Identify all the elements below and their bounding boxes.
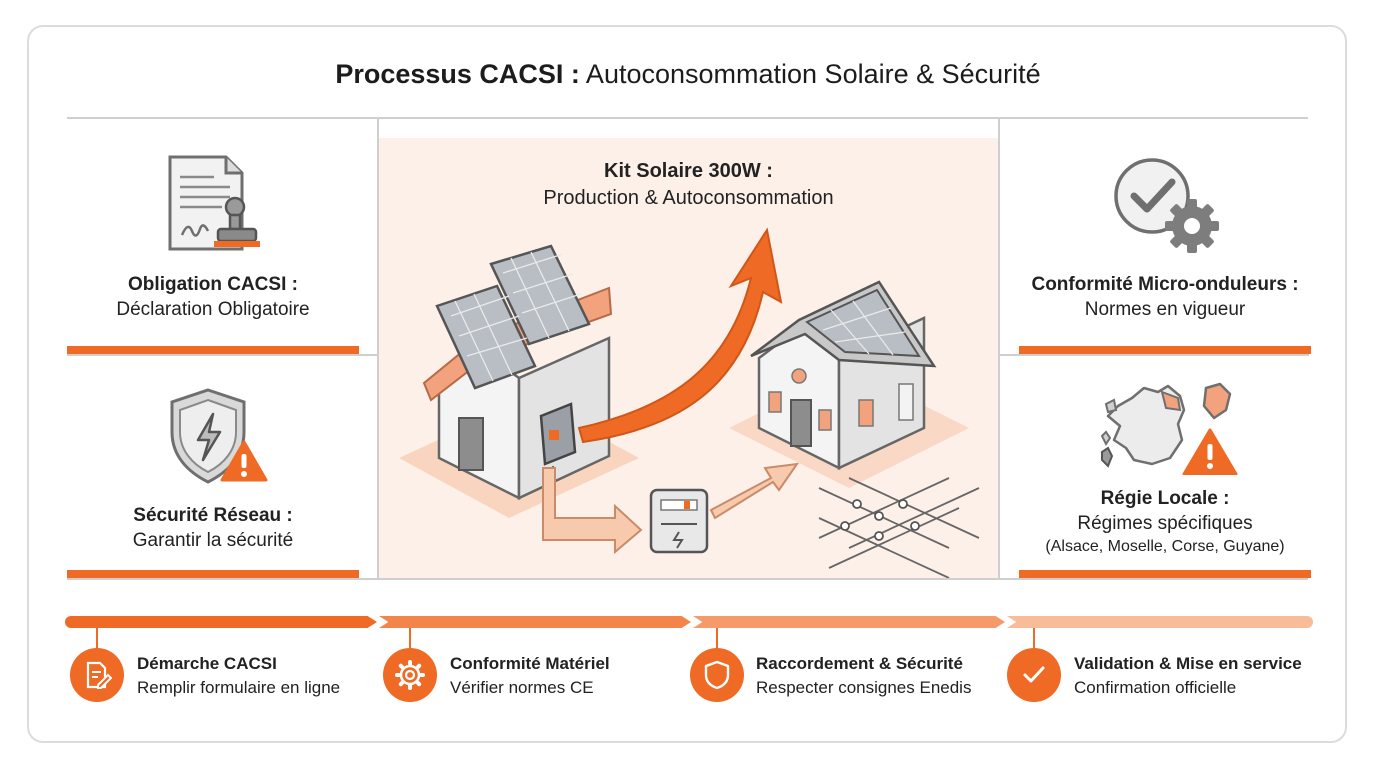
panel-conformite-micro-onduleurs: Conformité Micro-onduleurs : Normes en v… [1010,272,1320,322]
france-map-warning-icon [1100,380,1240,475]
panel-securite-reseau: Sécurité Réseau : Garantir la sécurité [67,503,359,553]
kit-heading: Kit Solaire 300W : [604,160,773,182]
step-demarche-cacsi: Démarche CACSI Remplir formulaire en lig… [137,652,340,700]
timeline-segment-2 [379,616,691,628]
step-heading: Validation & Mise en service [1074,654,1302,673]
panel-heading: Conformité Micro-onduleurs : [1031,274,1299,295]
left-column-divider [377,118,379,578]
panel-subtitle: Déclaration Obligatoire [116,299,310,320]
panel-subtitle: Garantir la sécurité [132,530,294,551]
right-bottom-accent-bar [1019,570,1311,578]
gear-icon [383,648,437,702]
bottom-divider [67,578,1308,580]
shield-warning-icon [166,386,270,486]
kit-subtitle: Production & Autoconsommation [543,187,834,209]
step-subtitle: Respecter consignes Enedis [756,678,972,697]
right-column-divider [998,118,1000,578]
title-divider [67,117,1308,119]
step-heading: Conformité Matériel [450,654,610,673]
left-row-divider [67,354,377,356]
process-timeline [65,616,1313,628]
form-edit-icon [70,648,124,702]
panel-regions-note: (Alsace, Moselle, Corse, Guyane) [1045,538,1285,555]
checkmark-icon [1007,648,1061,702]
step-raccordement-securite: Raccordement & Sécurité Respecter consig… [756,652,971,700]
timeline-segment-4 [1007,616,1313,628]
check-gear-icon [1110,154,1220,254]
step-heading: Raccordement & Sécurité [756,654,963,673]
right-row-divider [999,354,1309,356]
panel-subtitle: Normes en vigueur [1084,299,1246,320]
timeline-tick [409,628,411,648]
left-bottom-accent-bar [67,570,359,578]
right-top-accent-bar [1019,346,1311,354]
panel-regie-locale: Régie Locale : Régimes spécifiques (Alsa… [1010,486,1320,558]
step-heading: Démarche CACSI [137,654,277,673]
page-title: Processus CACSI : Autoconsommation Solai… [335,59,1041,89]
panel-obligation-cacsi: Obligation CACSI : Déclaration Obligatoi… [67,272,359,322]
panel-heading: Régie Locale : [1100,488,1230,509]
step-subtitle: Confirmation officielle [1074,678,1237,697]
shield-icon [690,648,744,702]
timeline-segment-1 [65,616,377,628]
left-top-accent-bar [67,346,359,354]
timeline-tick [1033,628,1035,648]
timeline-segment-3 [693,616,1005,628]
step-subtitle: Remplir formulaire en ligne [137,678,341,697]
step-subtitle: Vérifier normes CE [450,678,594,697]
step-conformite-materiel: Conformité Matériel Vérifier normes CE [450,652,610,700]
document-stamp-icon [164,155,264,255]
kit-solaire-label: Kit Solaire 300W : Production & Autocons… [379,158,998,212]
panel-heading: Obligation CACSI : [128,274,298,295]
panel-subtitle: Régimes spécifiques [1077,513,1253,534]
timeline-tick [716,628,718,648]
panel-heading: Sécurité Réseau : [133,505,293,526]
timeline-tick [96,628,98,648]
solar-house-illustration [379,138,998,578]
step-validation-mise-en-service: Validation & Mise en service Confirmatio… [1074,652,1302,700]
